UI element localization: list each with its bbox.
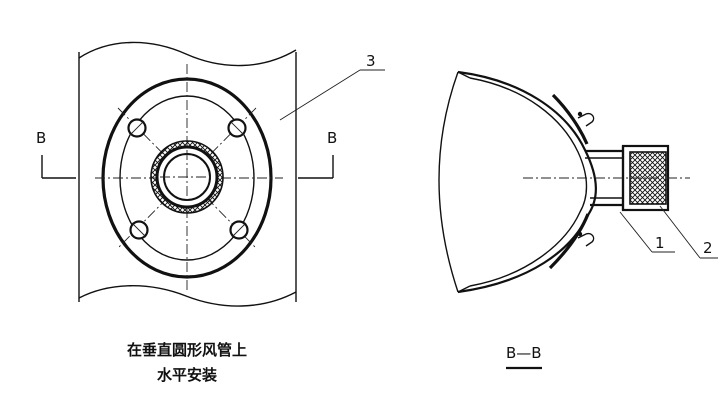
- caption-left-line2: 水平安装: [157, 366, 218, 384]
- leader-3: [279, 69, 361, 121]
- bolt-top-right: [227, 118, 247, 138]
- section-view-bb: 1 2: [438, 70, 718, 294]
- part-label-2: 2: [703, 239, 713, 257]
- section-top-edge: [457, 71, 471, 79]
- bolt-bottom-right: [229, 220, 249, 240]
- duct-bottom-break: [78, 285, 297, 307]
- duct-front-view: B B 3: [36, 41, 385, 307]
- flange-plate-upper: [551, 93, 589, 145]
- section-bottom-edge: [457, 285, 471, 293]
- caption-left-line1: 在垂直圆形风管上: [127, 341, 247, 359]
- bolt-hook-upper: [577, 112, 595, 127]
- section-outer-arc: [457, 70, 597, 294]
- leader-2: [659, 205, 701, 259]
- part-label-3: 3: [366, 52, 376, 70]
- flange-plate-lower: [548, 213, 590, 270]
- bolt-dot-upper: [577, 111, 583, 117]
- part-label-1: 1: [655, 234, 665, 252]
- section-inner-arc: [469, 77, 588, 287]
- bolt-top-left: [127, 118, 147, 138]
- leader-1: [619, 211, 653, 253]
- caption-right: B—B: [506, 344, 542, 362]
- section-label-left: B: [36, 129, 46, 147]
- duct-top-break: [78, 41, 297, 67]
- bolt-bottom-left: [129, 220, 149, 240]
- section-label-right: B: [327, 129, 337, 147]
- duct-section-arc: [438, 71, 459, 293]
- bolt-dot-lower: [577, 231, 583, 237]
- bolt-hook-lower: [577, 232, 595, 247]
